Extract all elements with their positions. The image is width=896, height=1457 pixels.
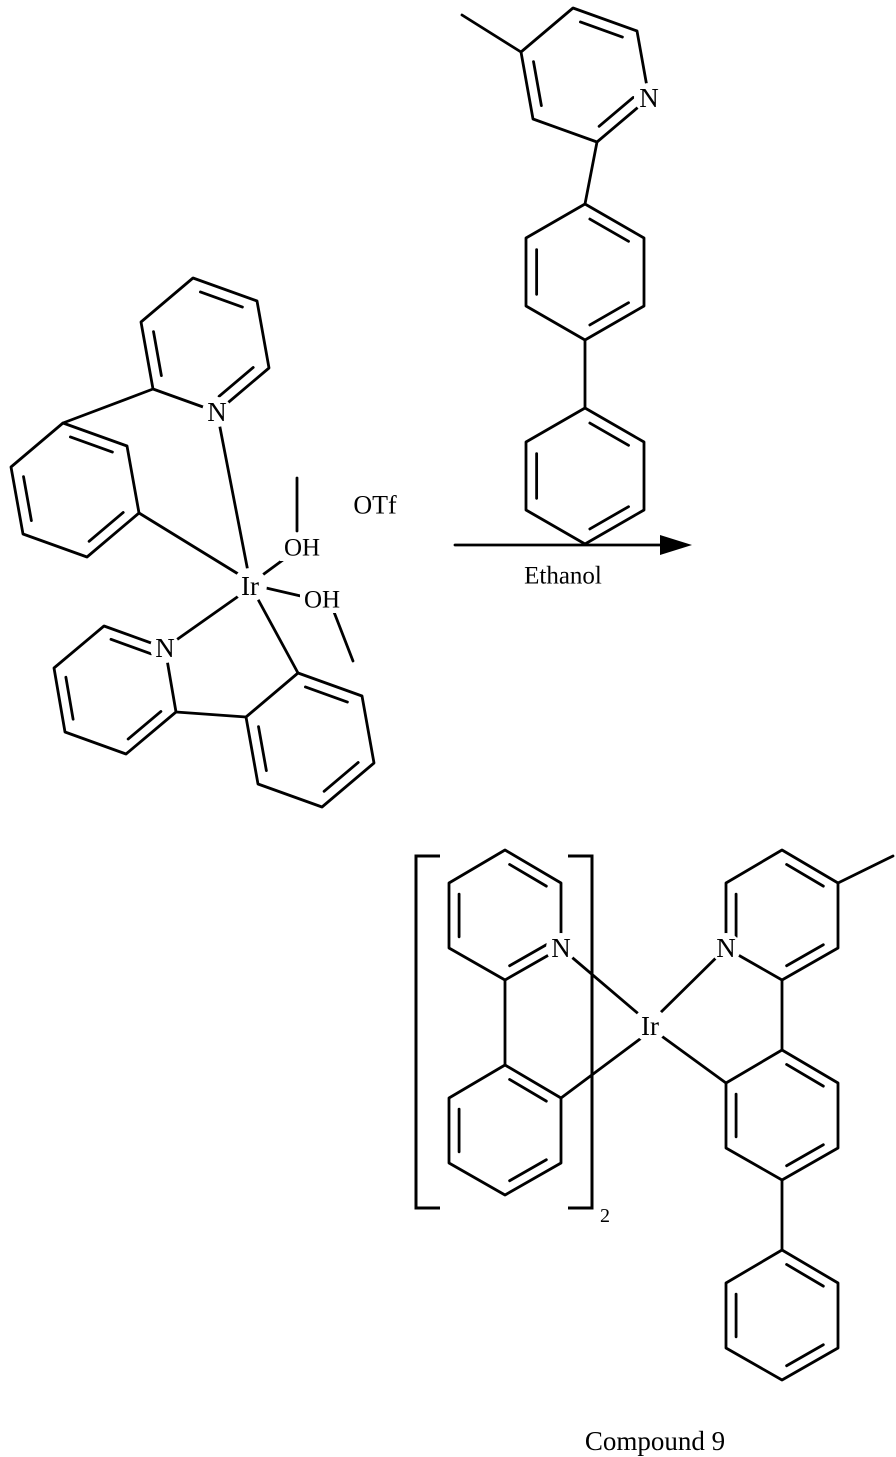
hydroxide-label: OH <box>284 535 320 562</box>
double-bond-line <box>69 435 114 454</box>
bond <box>559 1028 654 1100</box>
nitrogen-label: N <box>155 633 175 663</box>
benzene-ring <box>724 1048 840 1182</box>
double-bond-line <box>785 1063 825 1088</box>
double-bond-line <box>64 675 75 721</box>
double-bond-line <box>588 421 630 447</box>
bond <box>651 946 728 1022</box>
bond <box>252 590 300 675</box>
reaction-arrow-group <box>453 535 692 555</box>
pyridine-ring <box>447 848 563 982</box>
label-mask <box>280 536 324 561</box>
iridium-label: Ir <box>241 571 259 601</box>
double-bond-line <box>785 1263 825 1288</box>
label-mask <box>150 633 180 663</box>
double-bond-line <box>217 366 255 398</box>
benzene-ring <box>244 671 376 809</box>
labels-overlay: N N Ir OH OH OTf Ethanol N N N Ir 2 Comp… <box>150 83 741 1456</box>
double-bond-line <box>785 943 825 968</box>
label-mask <box>233 568 267 602</box>
arrowhead-icon <box>660 535 692 555</box>
label-mask <box>202 397 232 427</box>
double-bond-line <box>532 60 543 107</box>
label-mask <box>633 1008 667 1042</box>
methyl-bond <box>460 13 523 54</box>
benzene-ring <box>524 406 646 546</box>
product-complex <box>414 848 895 1382</box>
double-bond-line <box>109 637 153 656</box>
bond <box>559 946 650 1024</box>
double-bond-line <box>597 96 635 128</box>
pyridine-ring <box>519 6 651 144</box>
double-bond-line <box>785 1343 825 1368</box>
bracket-right <box>568 854 594 1210</box>
bracket-left <box>414 854 440 1210</box>
ligand-molecule <box>460 6 651 546</box>
pyridine-ring <box>139 276 271 414</box>
solvent-label: Ethanol <box>524 563 602 590</box>
nitrogen-label: N <box>716 933 736 963</box>
double-bond-line <box>257 725 268 772</box>
hydroxide-label: OH <box>304 587 340 614</box>
label-mask <box>711 933 741 963</box>
double-bond-line <box>579 20 624 39</box>
iridium-label: Ir <box>641 1011 659 1041</box>
double-bond-line <box>87 511 125 543</box>
nitrogen-label: N <box>551 933 571 963</box>
bond <box>654 1030 728 1085</box>
double-bond-line <box>152 330 163 377</box>
bond <box>61 387 155 425</box>
label-mask <box>634 83 664 113</box>
label-mask <box>546 933 576 963</box>
double-bond-line <box>22 475 33 522</box>
double-bond-line <box>785 863 825 888</box>
methyl-bond <box>836 854 895 885</box>
double-bond-line <box>322 761 360 793</box>
double-bond-line <box>304 685 349 704</box>
benzene-ring <box>9 421 141 559</box>
double-bond-line <box>508 943 548 968</box>
double-bond-line <box>785 1143 825 1168</box>
double-bond-line <box>588 505 630 531</box>
bond <box>332 610 355 663</box>
nitrogen-label: N <box>639 83 659 113</box>
double-bond-line <box>508 1158 548 1183</box>
bond <box>163 586 252 650</box>
bond <box>583 140 599 206</box>
bracket-subscript: 2 <box>600 1205 610 1227</box>
pyridine-ring <box>724 848 840 982</box>
double-bond-line <box>199 290 244 309</box>
nitrogen-label: N <box>207 397 227 427</box>
double-bond-line <box>126 710 163 741</box>
double-bond-line <box>508 863 548 888</box>
double-bond-line <box>588 301 630 327</box>
product-caption: Compound 9 <box>585 1426 725 1456</box>
label-mask <box>300 588 344 613</box>
triflate-label: OTf <box>353 491 397 520</box>
bond <box>174 710 248 719</box>
benzene-ring <box>524 202 646 342</box>
double-bond-line <box>588 217 630 243</box>
double-bond-line <box>508 1078 548 1103</box>
benzene-ring <box>447 1063 563 1197</box>
benzene-ring <box>724 1248 840 1382</box>
bond <box>215 410 252 584</box>
bond <box>137 511 250 582</box>
